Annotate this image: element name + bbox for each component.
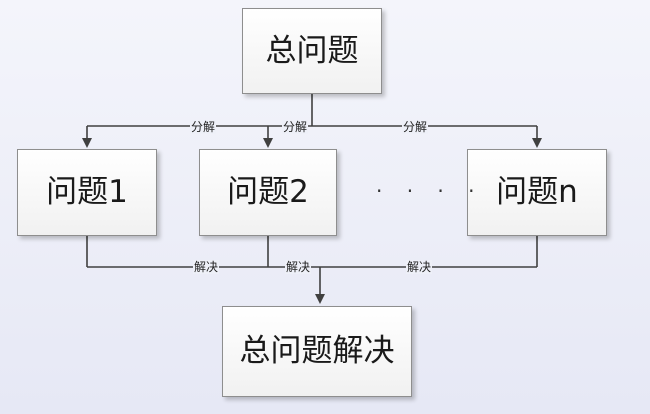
- node-sub2: 问题2: [199, 149, 337, 236]
- node-result: 总问题解决: [222, 306, 412, 397]
- node-root: 总问题: [242, 8, 382, 94]
- decompose-label-1: 分解: [190, 120, 217, 134]
- ellipsis: · · · ·: [376, 179, 484, 203]
- solve-label-1: 解决: [193, 260, 220, 274]
- node-subn: 问题n: [467, 149, 607, 236]
- decompose-label-2: 分解: [282, 120, 309, 134]
- solve-label-2: 解决: [285, 260, 312, 274]
- decompose-label-3: 分解: [402, 120, 429, 134]
- node-sub1: 问题1: [17, 149, 157, 236]
- solve-label-3: 解决: [406, 260, 433, 274]
